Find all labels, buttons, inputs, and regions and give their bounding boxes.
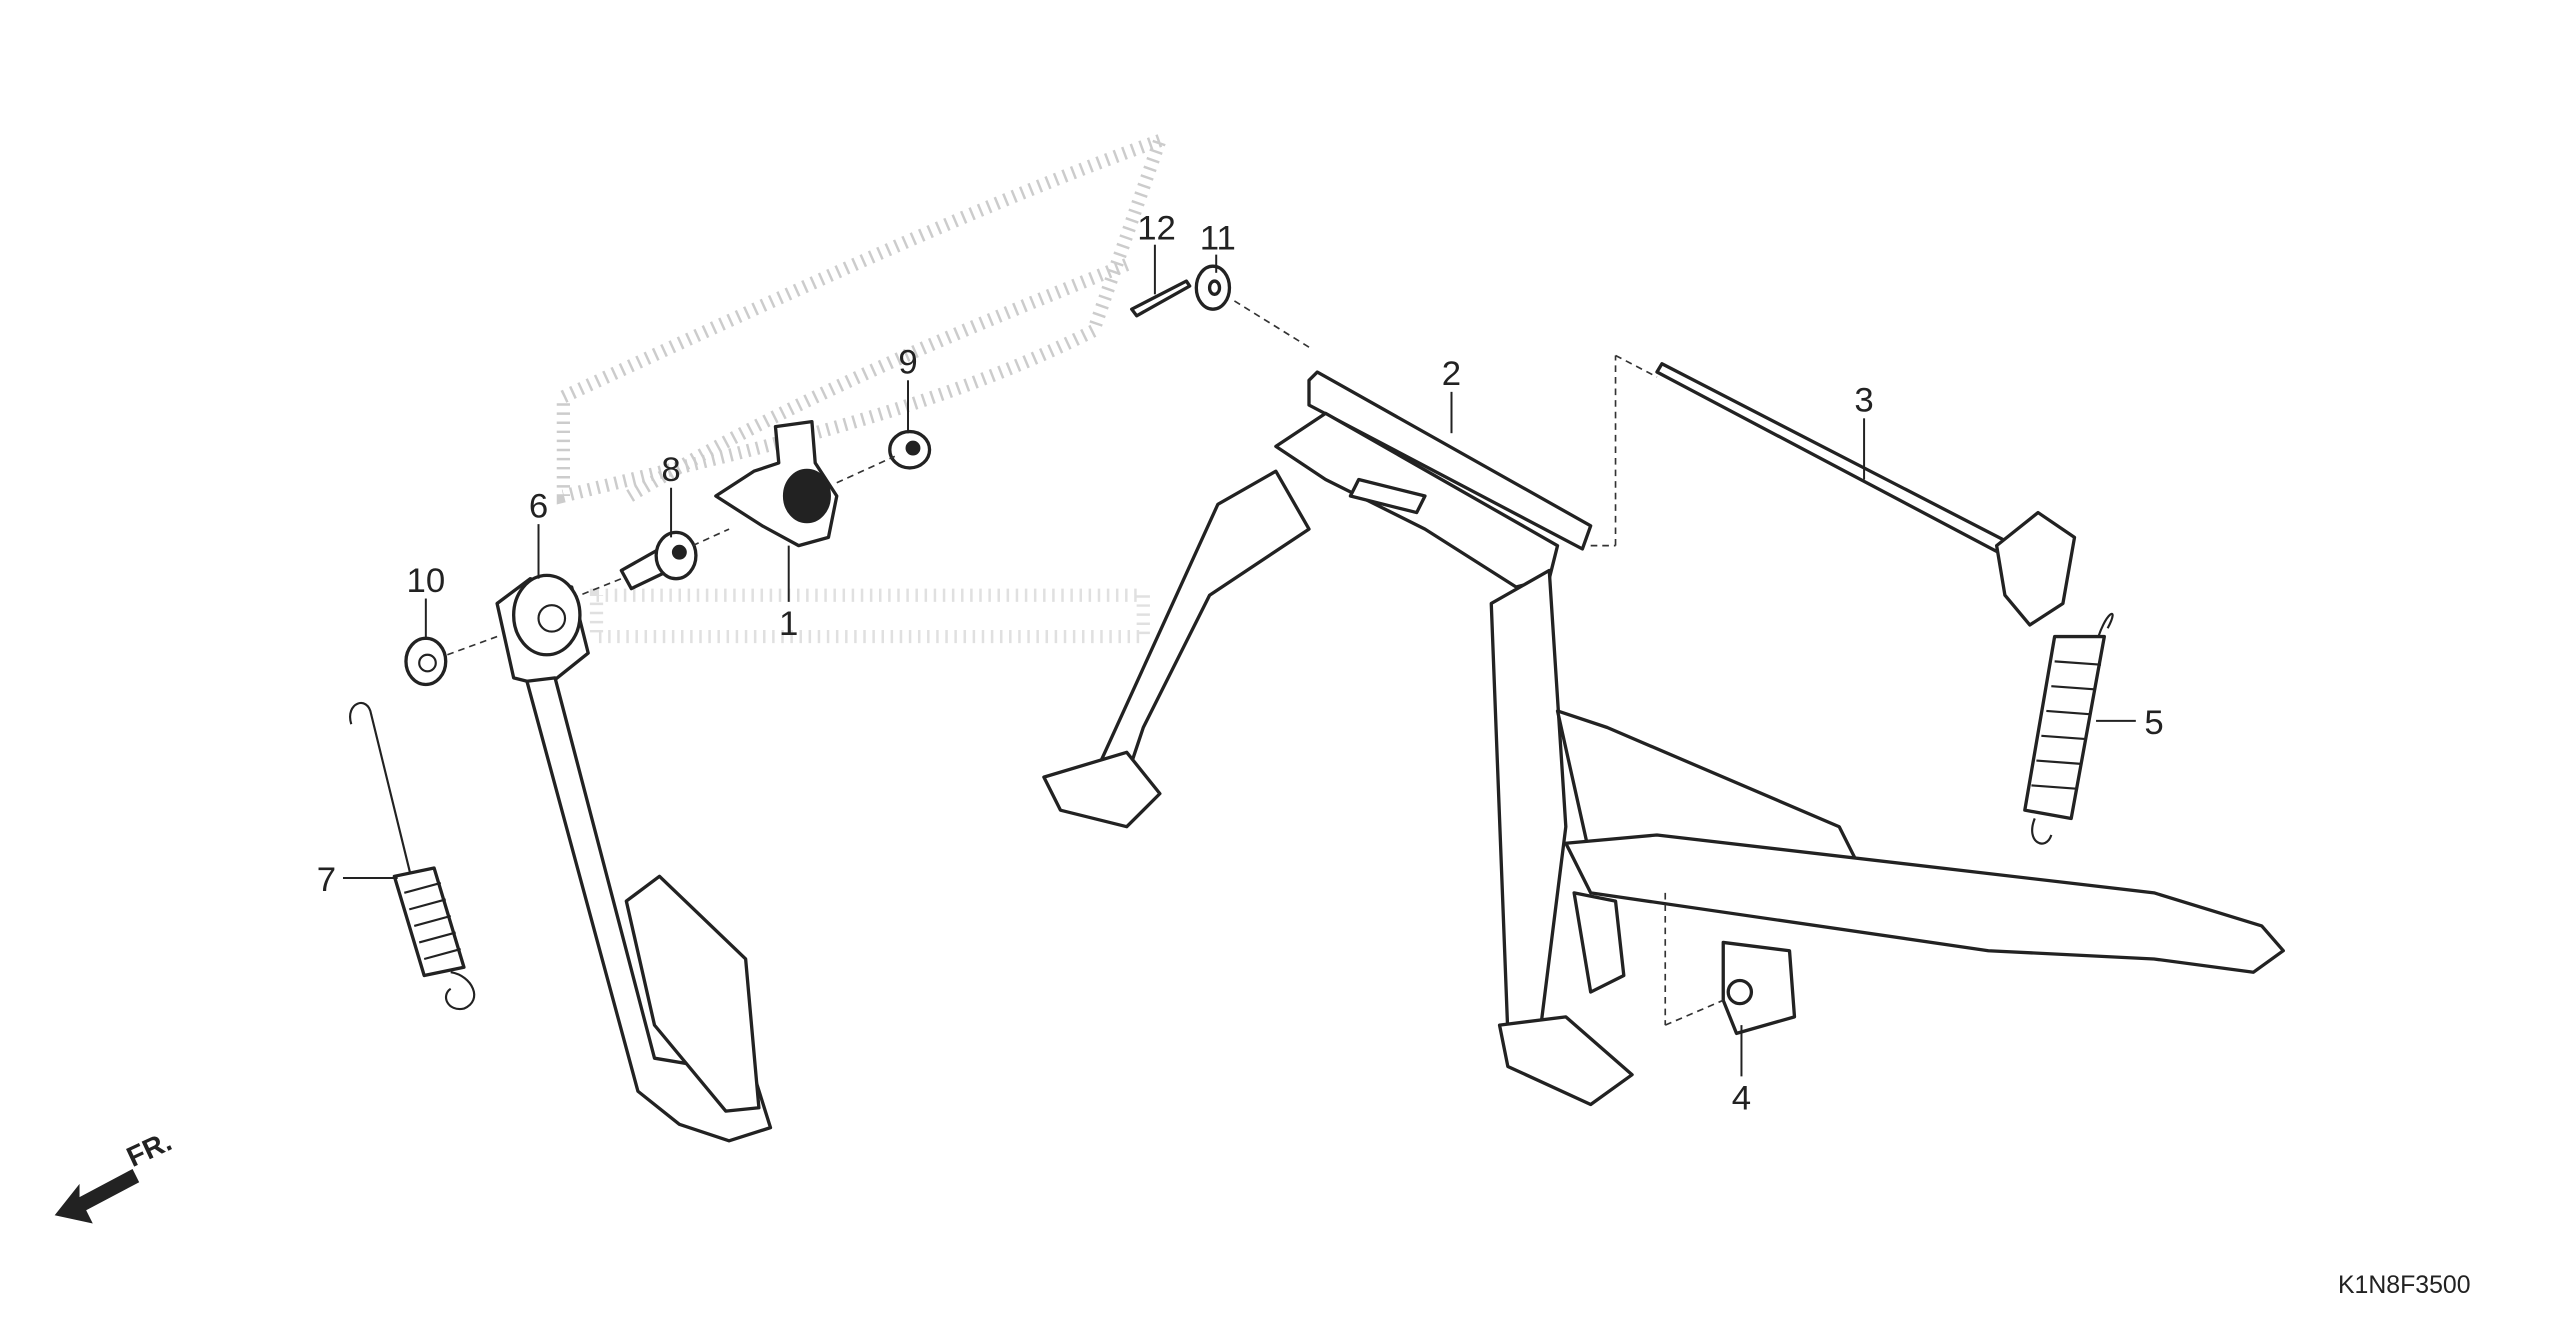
part-8-pivot-bolt bbox=[619, 530, 698, 591]
part-2-main-stand bbox=[1042, 370, 2285, 1107]
callout-8[interactable]: 8 bbox=[661, 451, 680, 489]
honda-watermark bbox=[556, 129, 1171, 644]
callout-3[interactable]: 3 bbox=[1854, 382, 1873, 420]
part-10-nut bbox=[404, 636, 448, 687]
callout-11[interactable]: 11 bbox=[1200, 220, 1236, 258]
part-9-nut bbox=[888, 429, 932, 470]
part-5-main-stand-spring bbox=[2023, 613, 2114, 845]
leader-lines bbox=[342, 244, 2136, 1077]
callout-9[interactable]: 9 bbox=[898, 344, 917, 382]
callout-5[interactable]: 5 bbox=[2144, 704, 2163, 742]
callout-7[interactable]: 7 bbox=[317, 861, 336, 899]
part-12-cotter-pin bbox=[1130, 279, 1192, 318]
front-label: FR. bbox=[122, 1126, 176, 1173]
callout-2[interactable]: 2 bbox=[1442, 355, 1461, 393]
part-3-stand-shaft bbox=[1655, 362, 2077, 627]
part-1-side-stand-switch bbox=[714, 419, 839, 548]
callout-10[interactable]: 10 bbox=[406, 562, 445, 600]
part-7-side-stand-spring bbox=[349, 702, 476, 1011]
part-11-washer bbox=[1194, 264, 1232, 311]
front-direction-indicator: FR. bbox=[54, 1126, 176, 1224]
part-6-side-stand bbox=[495, 573, 773, 1143]
diagram-part-code: K1N8F3500 bbox=[2338, 1272, 2471, 1299]
callout-4[interactable]: 4 bbox=[1732, 1079, 1751, 1117]
part-4-stopper-rubber bbox=[1721, 940, 1797, 1036]
callout-6[interactable]: 6 bbox=[529, 488, 548, 526]
callout-1[interactable]: 1 bbox=[779, 605, 798, 643]
front-arrow-icon bbox=[54, 1168, 140, 1224]
callout-12[interactable]: 12 bbox=[1137, 210, 1176, 248]
